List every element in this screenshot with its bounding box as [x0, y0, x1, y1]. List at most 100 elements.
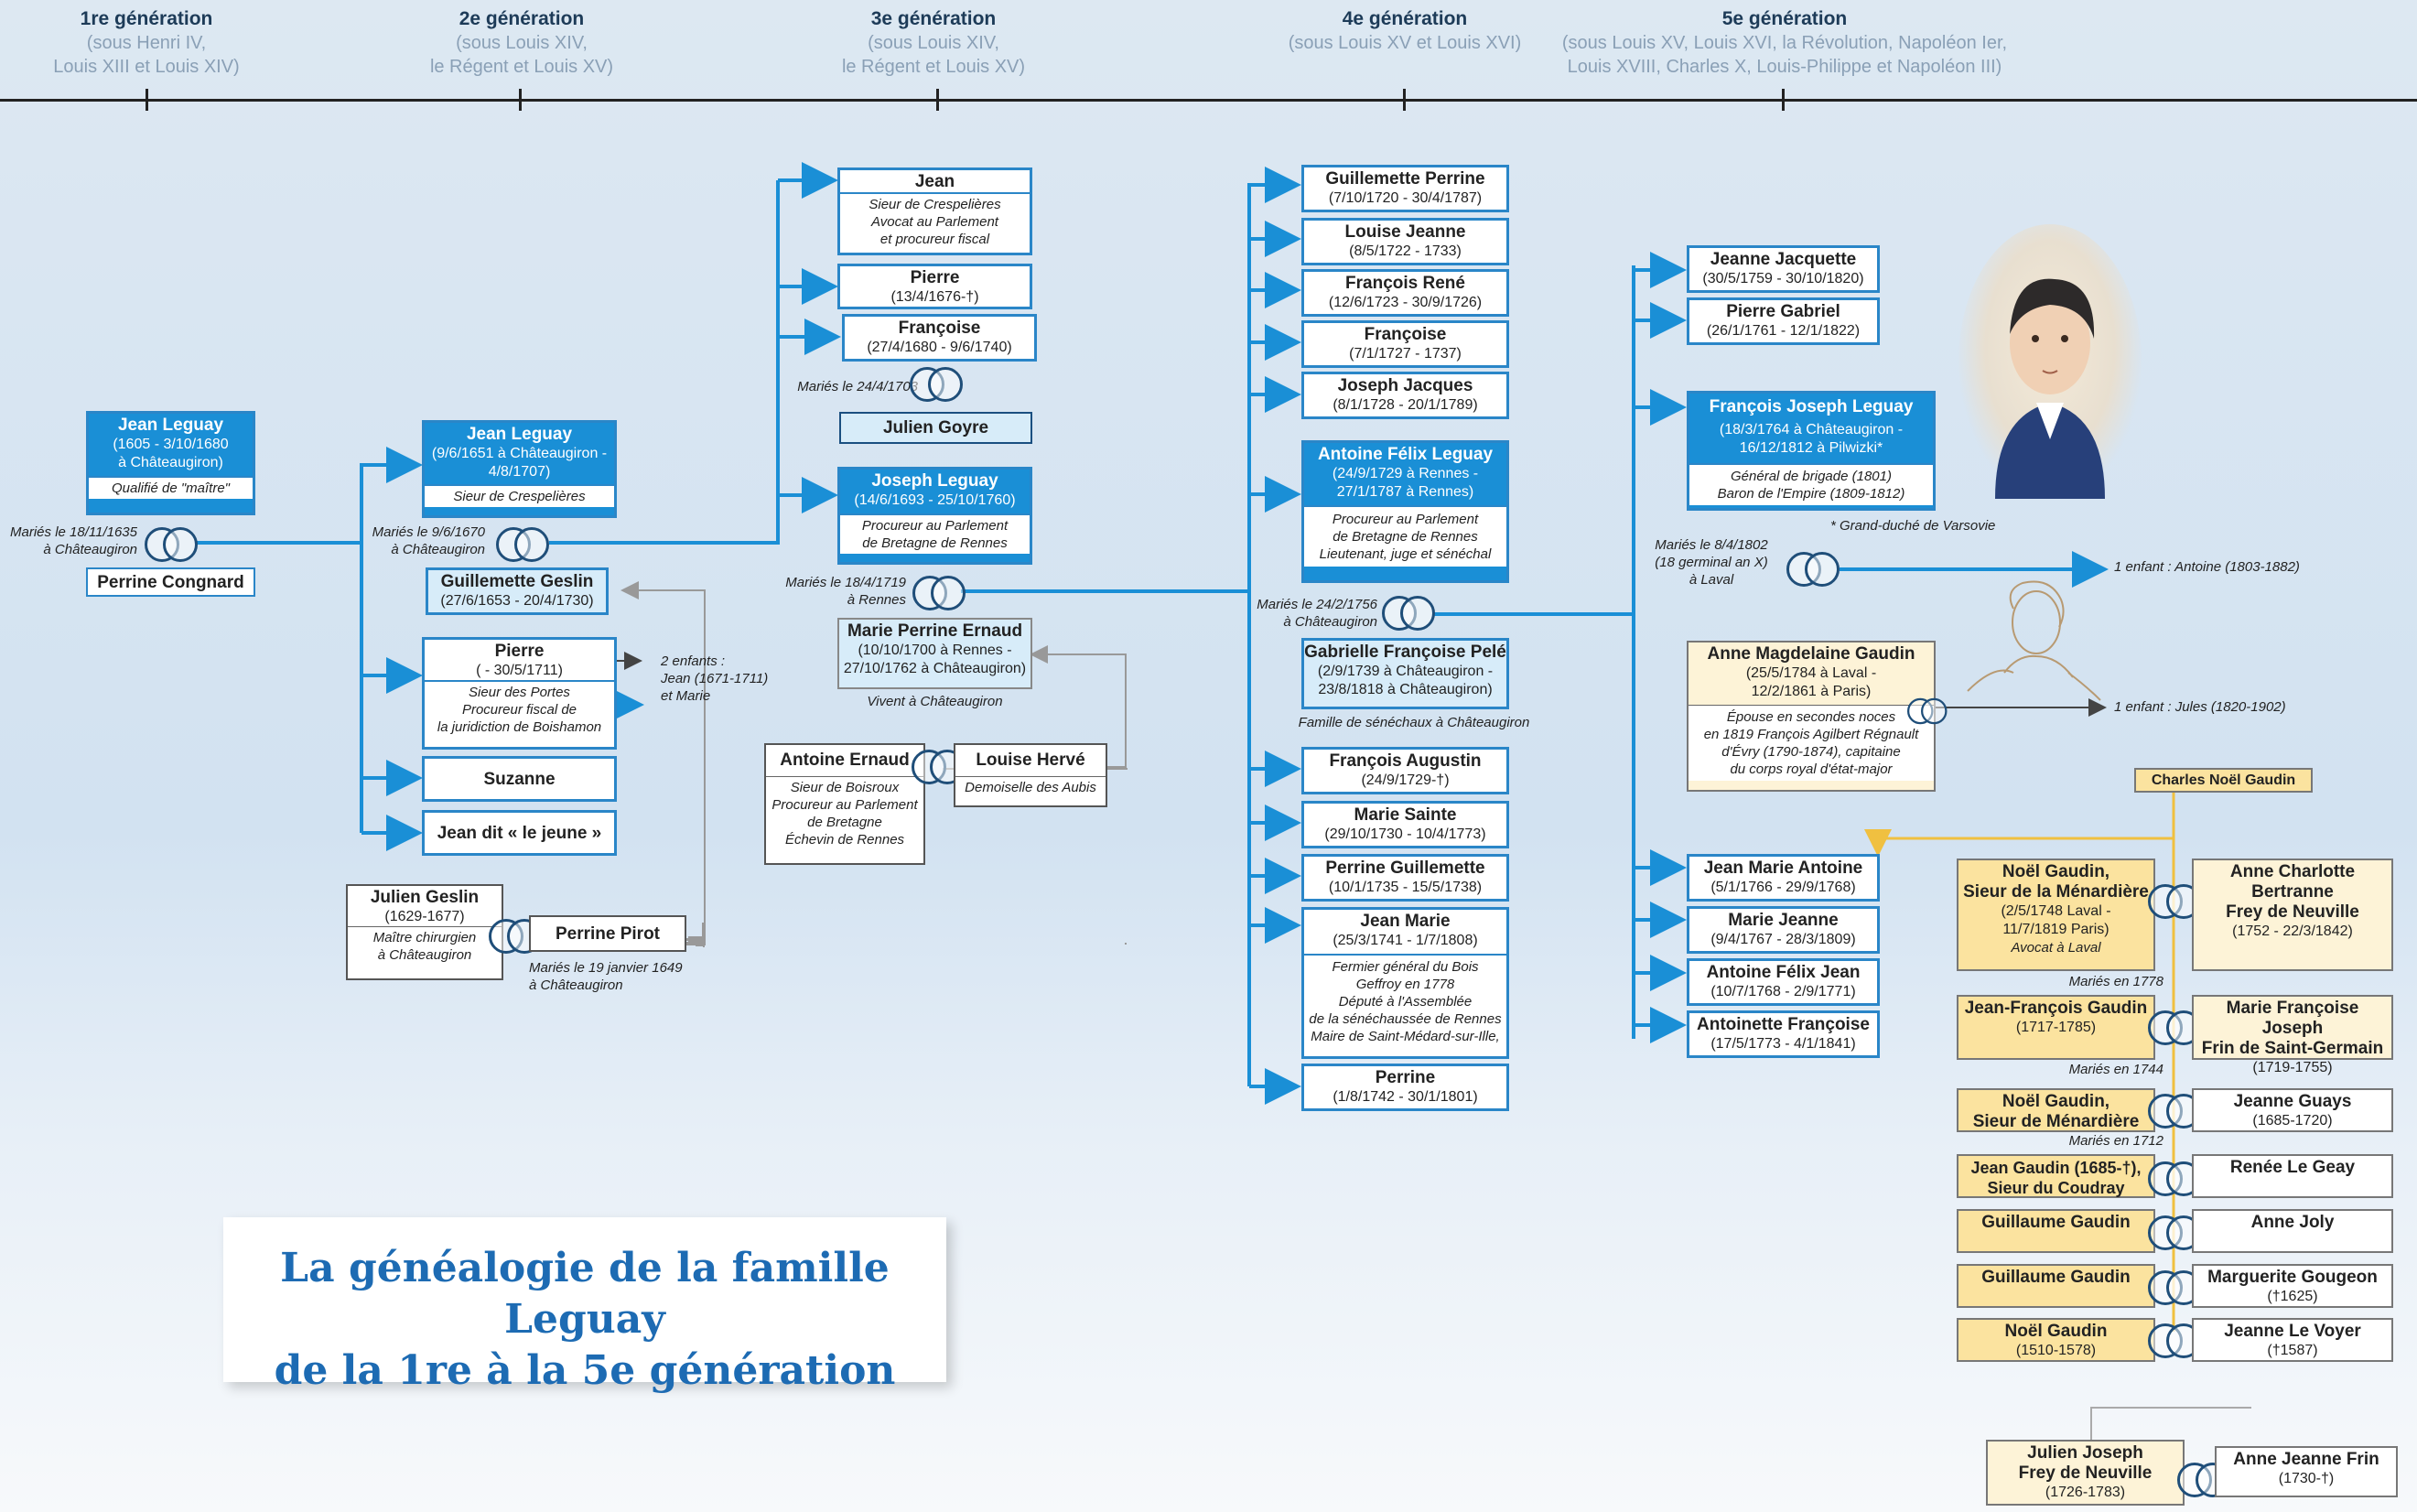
person-jean-marie-antoine[interactable]: Jean Marie Antoine (5/1/1766 - 29/9/1768… [1687, 854, 1880, 902]
marriage-label: Mariés le 24/4/1703 [797, 379, 918, 394]
gen-header-2: 2e génération (sous Louis XIV, le Régent… [403, 7, 641, 79]
person-dates: (17/5/1773 - 4/1/1841) [1710, 1036, 1856, 1052]
person-pierre-g2[interactable]: Pierre ( - 30/5/1711) Sieur des Portes P… [422, 637, 617, 750]
person-dates: (18/3/1764 à Châteaugiron - 16/12/1812 à… [1719, 422, 1904, 456]
person-note: Qualifié de "maître" [89, 476, 253, 499]
person-marguerite-gougeon[interactable]: Marguerite Gougeon (†1625) [2192, 1264, 2393, 1308]
person-dates: (2/5/1748 Laval - 11/7/1819 Paris) [2001, 903, 2111, 937]
person-guillemette-geslin[interactable]: Guillemette Geslin (27/6/1653 - 20/4/173… [426, 567, 609, 615]
person-antoine-ernaud[interactable]: Antoine Ernaud Sieur de Boisroux Procure… [764, 743, 925, 865]
person-dates: (7/1/1727 - 1737) [1349, 346, 1462, 362]
person-name: Perrine Guillemette [1325, 859, 1485, 878]
person-dates: (25/5/1784 à Laval - 12/2/1861 à Paris) [1745, 665, 1877, 699]
person-pierre-g3[interactable]: Pierre (13/4/1676-†) [837, 264, 1032, 309]
person-antoine-felix-leguay[interactable]: Antoine Félix Leguay (24/9/1729 à Rennes… [1301, 440, 1509, 583]
person-noel-gaudin-menardiere[interactable]: Noël Gaudin, Sieur de la Ménardière (2/5… [1957, 859, 2155, 971]
person-marie-perrine-ernaud[interactable]: Marie Perrine Ernaud (10/10/1700 à Renne… [837, 618, 1032, 689]
person-pierre-gabriel[interactable]: Pierre Gabriel (26/1/1761 - 12/1/1822) [1687, 297, 1880, 345]
person-jeanne-jacquette[interactable]: Jeanne Jacquette (30/5/1759 - 30/10/1820… [1687, 245, 1880, 293]
person-perrine-guillemette[interactable]: Perrine Guillemette (10/1/1735 - 15/5/17… [1301, 854, 1509, 902]
timeline-tick [1782, 89, 1785, 111]
person-dates: (12/6/1723 - 30/9/1726) [1328, 295, 1483, 310]
person-francois-rene[interactable]: François René (12/6/1723 - 30/9/1726) [1301, 269, 1509, 317]
person-name: Anne Joly [2250, 1213, 2335, 1232]
person-joseph-jacques[interactable]: Joseph Jacques (8/1/1728 - 20/1/1789) [1301, 372, 1509, 419]
person-dates: (1510-1578) [2015, 1343, 2097, 1358]
person-dates: (1629-1677) [384, 909, 465, 924]
person-marie-jeanne[interactable]: Marie Jeanne (9/4/1767 - 28/3/1809) [1687, 906, 1880, 954]
person-renee-le-geay[interactable]: Renée Le Geay [2192, 1154, 2393, 1198]
person-name: François Augustin [1329, 751, 1482, 771]
gen-title: 2e génération [459, 8, 585, 29]
person-perrine-g4[interactable]: Perrine (1/8/1742 - 30/1/1801) [1301, 1064, 1509, 1111]
person-name: Marie Perrine Ernaud [847, 621, 1023, 641]
person-name: Jean-François Gaudin [1964, 999, 2148, 1018]
person-jean-gaudin-coudray[interactable]: Jean Gaudin (1685-†), Sieur du Coudray [1957, 1154, 2155, 1198]
person-name: Suzanne [483, 770, 556, 789]
person-louise-jeanne[interactable]: Louise Jeanne (8/5/1722 - 1733) [1301, 218, 1509, 265]
gen-header-5: 5e génération (sous Louis XV, Louis XVI,… [1538, 7, 2032, 79]
person-dates: (5/1/1766 - 29/9/1768) [1710, 880, 1856, 895]
family-note: Famille de sénéchaux à Châteaugiron [1298, 715, 1530, 730]
person-jeanne-guays[interactable]: Jeanne Guays (1685-1720) [2192, 1088, 2393, 1132]
person-guillaume-gaudin-2[interactable]: Guillaume Gaudin [1957, 1264, 2155, 1308]
person-jean-leguay-g1[interactable]: Jean Leguay (1605 - 3/10/1680 à Châteaug… [86, 411, 255, 515]
person-joseph-leguay[interactable]: Joseph Leguay (14/6/1693 - 25/10/1760) P… [837, 467, 1032, 565]
person-marie-sainte[interactable]: Marie Sainte (29/10/1730 - 10/4/1773) [1301, 801, 1509, 848]
person-anne-jeanne-frin[interactable]: Anne Jeanne Frin (1730-†) [2215, 1446, 2398, 1497]
person-francoise-g4[interactable]: Françoise (7/1/1727 - 1737) [1301, 320, 1509, 368]
timeline-tick [146, 89, 148, 111]
person-note: Demoiselle des Aubis [955, 776, 1106, 798]
person-anne-charlotte-bertranne[interactable]: Anne Charlotte Bertranne Frey de Neuvill… [2192, 859, 2393, 971]
person-name: Perrine Congnard [97, 573, 244, 592]
person-jeanne-le-voyer[interactable]: Jeanne Le Voyer (†1587) [2192, 1318, 2393, 1362]
person-guillaume-gaudin-1[interactable]: Guillaume Gaudin [1957, 1209, 2155, 1253]
person-francois-augustin[interactable]: François Augustin (24/9/1729-†) [1301, 747, 1509, 794]
person-noel-gaudin-2[interactable]: Noël Gaudin, Sieur de Ménardière [1957, 1088, 2155, 1132]
person-anne-magdelaine-gaudin[interactable]: Anne Magdelaine Gaudin (25/5/1784 à Lava… [1687, 641, 1936, 792]
person-dates: (10/7/1768 - 2/9/1771) [1710, 984, 1856, 999]
person-guillemette-perrine[interactable]: Guillemette Perrine (7/10/1720 - 30/4/17… [1301, 165, 1509, 212]
person-julien-joseph-frey[interactable]: Julien Joseph Frey de Neuville (1726-178… [1986, 1440, 2185, 1506]
person-perrine-congnard[interactable]: Perrine Congnard [86, 567, 255, 597]
person-name: Noël Gaudin, Sieur de Ménardière [1972, 1092, 2140, 1131]
person-dates: ( - 30/5/1711) [476, 663, 563, 678]
person-jean-marie[interactable]: Jean Marie (25/3/1741 - 1/7/1808) Fermie… [1301, 907, 1509, 1059]
person-antoinette-francoise[interactable]: Antoinette Françoise (17/5/1773 - 4/1/18… [1687, 1010, 1880, 1058]
timeline-axis [0, 99, 2417, 102]
person-note: Procureur au Parlement de Bretagne de Re… [1304, 505, 1506, 567]
marriage-rings-icon [1785, 551, 1840, 588]
person-francois-joseph-leguay[interactable]: François Joseph Leguay (18/3/1764 à Chât… [1687, 391, 1936, 511]
person-jean-le-jeune[interactable]: Jean dit « le jeune » [422, 810, 617, 856]
person-antoine-felix-jean[interactable]: Antoine Félix Jean (10/7/1768 - 2/9/1771… [1687, 958, 1880, 1006]
marriage-label: Mariés le 19 janvier 1649 à Châteaugiron [529, 960, 683, 993]
person-francoise-g3[interactable]: Françoise (27/4/1680 - 9/6/1740) [842, 314, 1037, 362]
person-name: Marie Françoise Joseph Frin de Saint-Ger… [2201, 999, 2384, 1058]
person-name: Guillemette Geslin [440, 572, 594, 591]
person-julien-geslin[interactable]: Julien Geslin (1629-1677) Maître chirurg… [346, 884, 503, 980]
person-name: Joseph Leguay [871, 471, 998, 491]
person-noel-gaudin-3[interactable]: Noël Gaudin (1510-1578) [1957, 1318, 2155, 1362]
person-perrine-pirot[interactable]: Perrine Pirot [529, 915, 686, 952]
person-name: Jeanne Jacquette [1710, 250, 1857, 269]
gen-header-1: 1re génération (sous Henri IV, Louis XII… [27, 7, 265, 79]
person-jean-leguay-g2[interactable]: Jean Leguay (9/6/1651 à Châteaugiron - 4… [422, 420, 617, 518]
person-dates: (10/1/1735 - 15/5/1738) [1328, 880, 1483, 895]
timeline-tick [519, 89, 522, 111]
title-line-1: La généalogie de la famille Leguay [280, 1245, 890, 1343]
person-louise-herve[interactable]: Louise Hervé Demoiselle des Aubis [954, 743, 1107, 807]
person-julien-goyre[interactable]: Julien Goyre [839, 412, 1032, 444]
person-gabrielle-pele[interactable]: Gabrielle Françoise Pelé (2/9/1739 à Châ… [1301, 638, 1509, 709]
person-suzanne[interactable]: Suzanne [422, 756, 617, 802]
person-charles-noel-gaudin[interactable]: Charles Noël Gaudin [2134, 768, 2313, 793]
person-marie-francoise-joseph[interactable]: Marie Françoise Joseph Frin de Saint-Ger… [2192, 995, 2393, 1075]
person-note: Procureur au Parlement de Bretagne de Re… [840, 513, 1030, 554]
person-jean-g3[interactable]: Jean Sieur de Crespelières Avocat au Par… [837, 167, 1032, 255]
person-anne-joly[interactable]: Anne Joly [2192, 1209, 2393, 1253]
gen-sub: (sous Louis XIV, le Régent et Louis XV) [429, 33, 614, 77]
gen-header-3: 3e génération (sous Louis XIV, le Régent… [815, 7, 1052, 79]
gen-header-4: 4e génération (sous Louis XV et Louis XV… [1263, 7, 1547, 55]
person-jean-francois-gaudin[interactable]: Jean-François Gaudin (1717-1785) [1957, 995, 2155, 1060]
person-name: Françoise [898, 319, 981, 338]
